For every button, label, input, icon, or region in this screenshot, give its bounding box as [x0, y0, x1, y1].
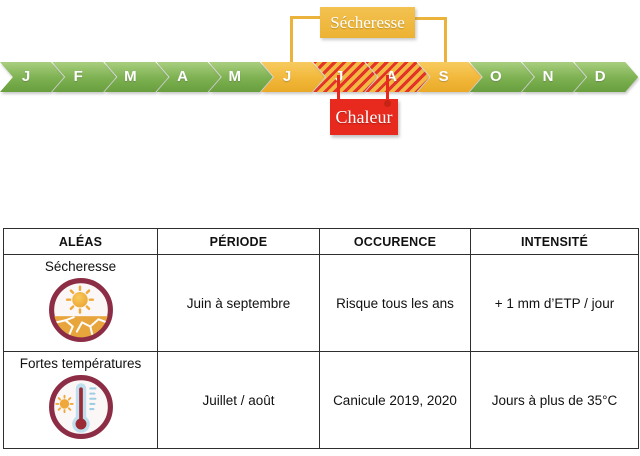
- month-chevron-1-f: F: [52, 62, 118, 92]
- month-chevron-9-o: O: [469, 62, 536, 92]
- month-chevron-5-j: J: [261, 62, 327, 92]
- drought-bracket-right-vertical: [444, 17, 447, 62]
- drought-icon: [48, 278, 113, 342]
- month-chevron-11-d: D: [574, 62, 640, 92]
- header-periode: PÉRIODE: [158, 229, 320, 255]
- heat-connector-endpoint-dot: [384, 100, 391, 107]
- drought-occurence-cell: Risque tous les ans: [320, 255, 471, 352]
- month-letter: N: [542, 68, 554, 85]
- month-letter: A: [385, 68, 397, 85]
- heat-occurence-cell: Canicule 2019, 2020: [320, 352, 471, 448]
- month-chevron-3-a: A: [156, 62, 223, 92]
- drought-row-label: Sécheresse: [44, 259, 117, 274]
- month-chevron-7-a: A: [365, 62, 431, 92]
- thermometer-icon: [48, 375, 113, 439]
- month-chevron-4-m: M: [208, 62, 275, 92]
- drought-bracket-left-vertical: [290, 16, 293, 62]
- heat-label: Chaleur: [335, 106, 393, 127]
- month-chevron-10-n: N: [522, 62, 588, 92]
- table-row-drought-hazard-cell: Sécheresse: [4, 255, 158, 352]
- drought-intensite-cell: + 1 mm d’ETP / jour: [471, 255, 638, 352]
- month-letter: A: [177, 68, 189, 85]
- header-occurence: OCCURENCE: [320, 229, 471, 255]
- heat-intensite-cell: Jours à plus de 35°C: [491, 392, 618, 408]
- month-chevron-2-m: M: [104, 62, 170, 92]
- month-timeline-diagram: Sécheresse JFMAMJJASOND Chaleur: [0, 0, 640, 160]
- month-letter: F: [73, 68, 83, 85]
- drought-periode-cell: Juin à septembre: [158, 255, 320, 352]
- heat-connector-august: [386, 75, 389, 104]
- drought-label: Sécheresse: [330, 12, 405, 32]
- month-chevron-0-j: J: [0, 62, 66, 92]
- heat-periode-cell: Juillet / août: [158, 352, 320, 448]
- month-letter: O: [489, 68, 502, 85]
- month-chevron-8-s: S: [417, 62, 484, 92]
- header-intensite: INTENSITÉ: [471, 229, 638, 255]
- table-row-heat-hazard-cell: Fortes températures: [4, 352, 158, 448]
- month-letter: M: [124, 68, 137, 85]
- drought-label-box: Sécheresse: [320, 7, 415, 38]
- month-letter: S: [438, 68, 449, 85]
- month-chevron-6-j: J: [313, 62, 379, 92]
- hazard-table: ALÉAS PÉRIODE OCCURENCE INTENSITÉ Sécher…: [3, 228, 639, 449]
- header-aleas: ALÉAS: [4, 229, 158, 255]
- month-letter: J: [21, 68, 31, 85]
- drought-bracket-left-horizontal: [290, 16, 321, 19]
- heat-connector-july: [337, 75, 340, 101]
- drought-bracket-right-horizontal: [414, 17, 447, 20]
- month-letter: J: [282, 68, 292, 85]
- month-letter: M: [228, 68, 242, 85]
- heat-row-label: Fortes températures: [19, 356, 142, 371]
- month-letter: D: [594, 68, 606, 85]
